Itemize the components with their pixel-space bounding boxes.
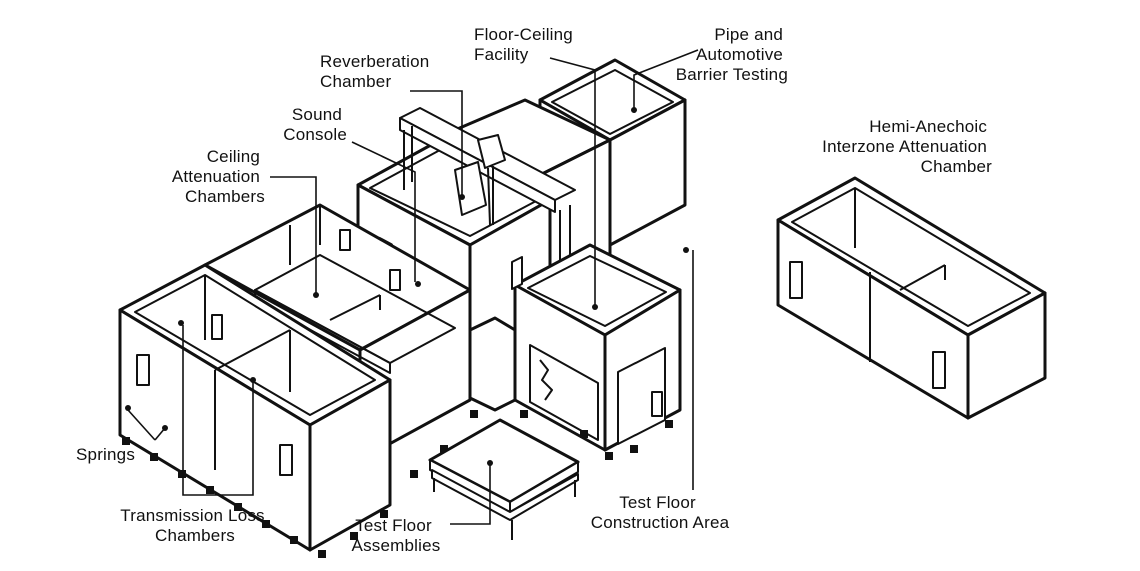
label-ceiling-attenuation: Ceiling Attenuation Chambers: [172, 147, 265, 206]
springs-row: [122, 410, 673, 558]
label-test-floor-construction: Test Floor Construction Area: [591, 493, 730, 532]
label-test-floor-assemblies: Test Floor Assemblies: [352, 516, 441, 555]
leader-lines: [125, 49, 699, 525]
label-floor-ceiling-facility: Floor-Ceiling Facility: [474, 25, 578, 64]
label-hemi-anechoic: Hemi-Anechoic Interzone Attenuation Cham…: [822, 117, 992, 176]
label-pipe-automotive: Pipe and Automotive Barrier Testing: [676, 25, 788, 84]
label-sound-console: Sound Console: [283, 105, 347, 144]
label-reverberation-chamber: Reverberation Chamber: [320, 52, 434, 91]
floor-ceiling-lower-box: [511, 243, 682, 452]
connecting-wall: [468, 316, 517, 412]
transmission-loss-chambers-box: [118, 263, 673, 558]
label-transmission-loss: Transmission Loss Chambers: [120, 506, 269, 545]
labels: Reverberation Chamber Floor-Ceiling Faci…: [76, 25, 992, 555]
label-springs: Springs: [76, 445, 135, 464]
test-floor-assemblies-table: [428, 418, 580, 540]
hemi-anechoic-chamber-box: [776, 176, 1047, 420]
